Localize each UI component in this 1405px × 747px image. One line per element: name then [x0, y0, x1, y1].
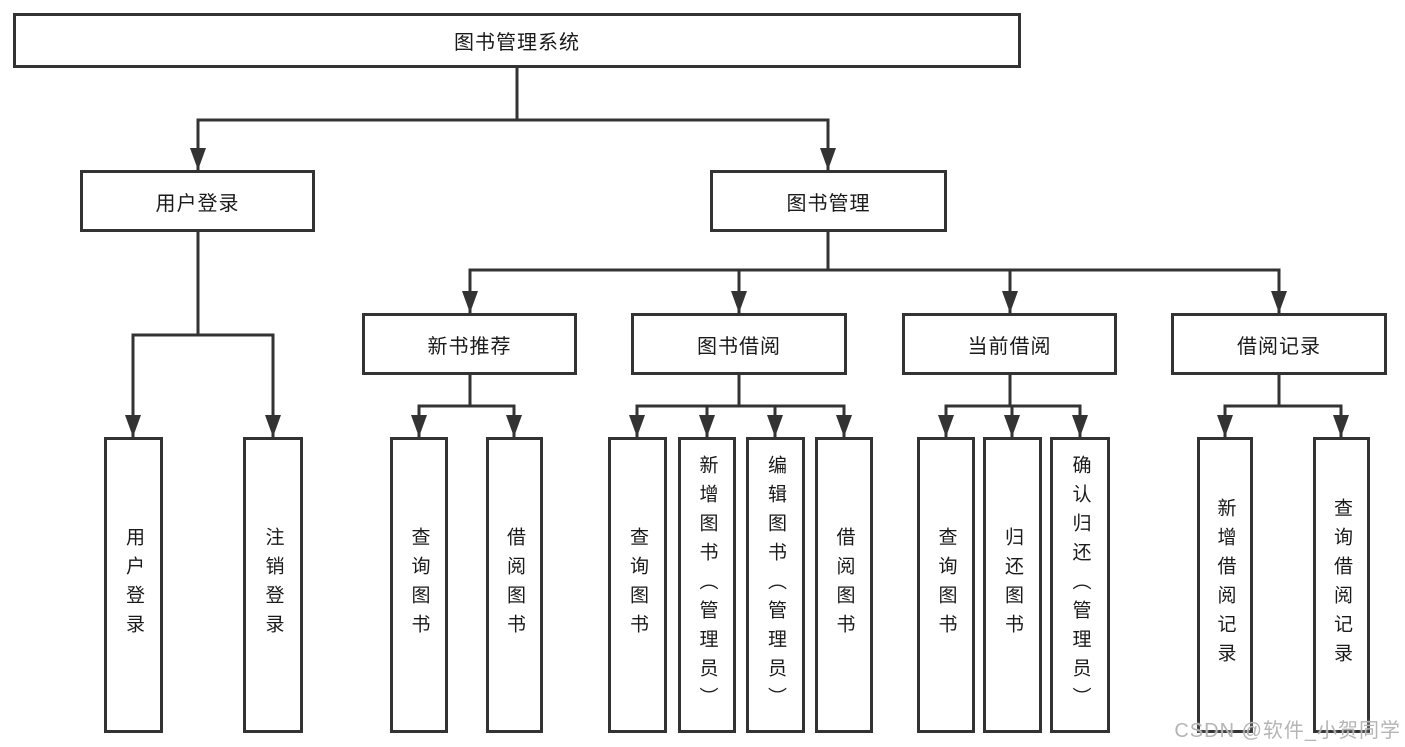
leaf-borrow-add-book-admin: 新增图书（管理员）: [678, 437, 736, 733]
node-book-borrow: 图书借阅: [631, 313, 847, 375]
leaf-records-query-record: 查询借阅记录: [1313, 437, 1370, 733]
node-root: 图书管理系统: [13, 13, 1021, 68]
leaf-recommend-borrow-book: 借阅图书: [486, 437, 543, 733]
leaf-logout: 注销登录: [243, 437, 303, 733]
leaf-recommend-query-book: 查询图书: [390, 437, 448, 733]
leaf-current-query-book: 查询图书: [917, 437, 975, 733]
node-current-borrow: 当前借阅: [902, 313, 1117, 375]
leaf-borrow-edit-book-admin: 编辑图书（管理员）: [746, 437, 805, 733]
node-book-management: 图书管理: [710, 170, 947, 232]
leaf-current-return-book: 归还图书: [983, 437, 1042, 733]
leaf-user-login: 用户登录: [104, 437, 163, 733]
node-new-book-recommend: 新书推荐: [362, 313, 577, 375]
node-user-login: 用户登录: [80, 170, 315, 232]
leaf-borrow-borrow-book: 借阅图书: [815, 437, 873, 733]
csdn-watermark: CSDN @软件_小贺同学: [1174, 720, 1401, 742]
leaf-current-confirm-return-admin: 确认归还（管理员）: [1050, 437, 1110, 733]
leaf-records-add-record: 新增借阅记录: [1197, 437, 1253, 733]
leaf-borrow-query-book: 查询图书: [608, 437, 667, 733]
node-borrow-records: 借阅记录: [1171, 313, 1387, 375]
